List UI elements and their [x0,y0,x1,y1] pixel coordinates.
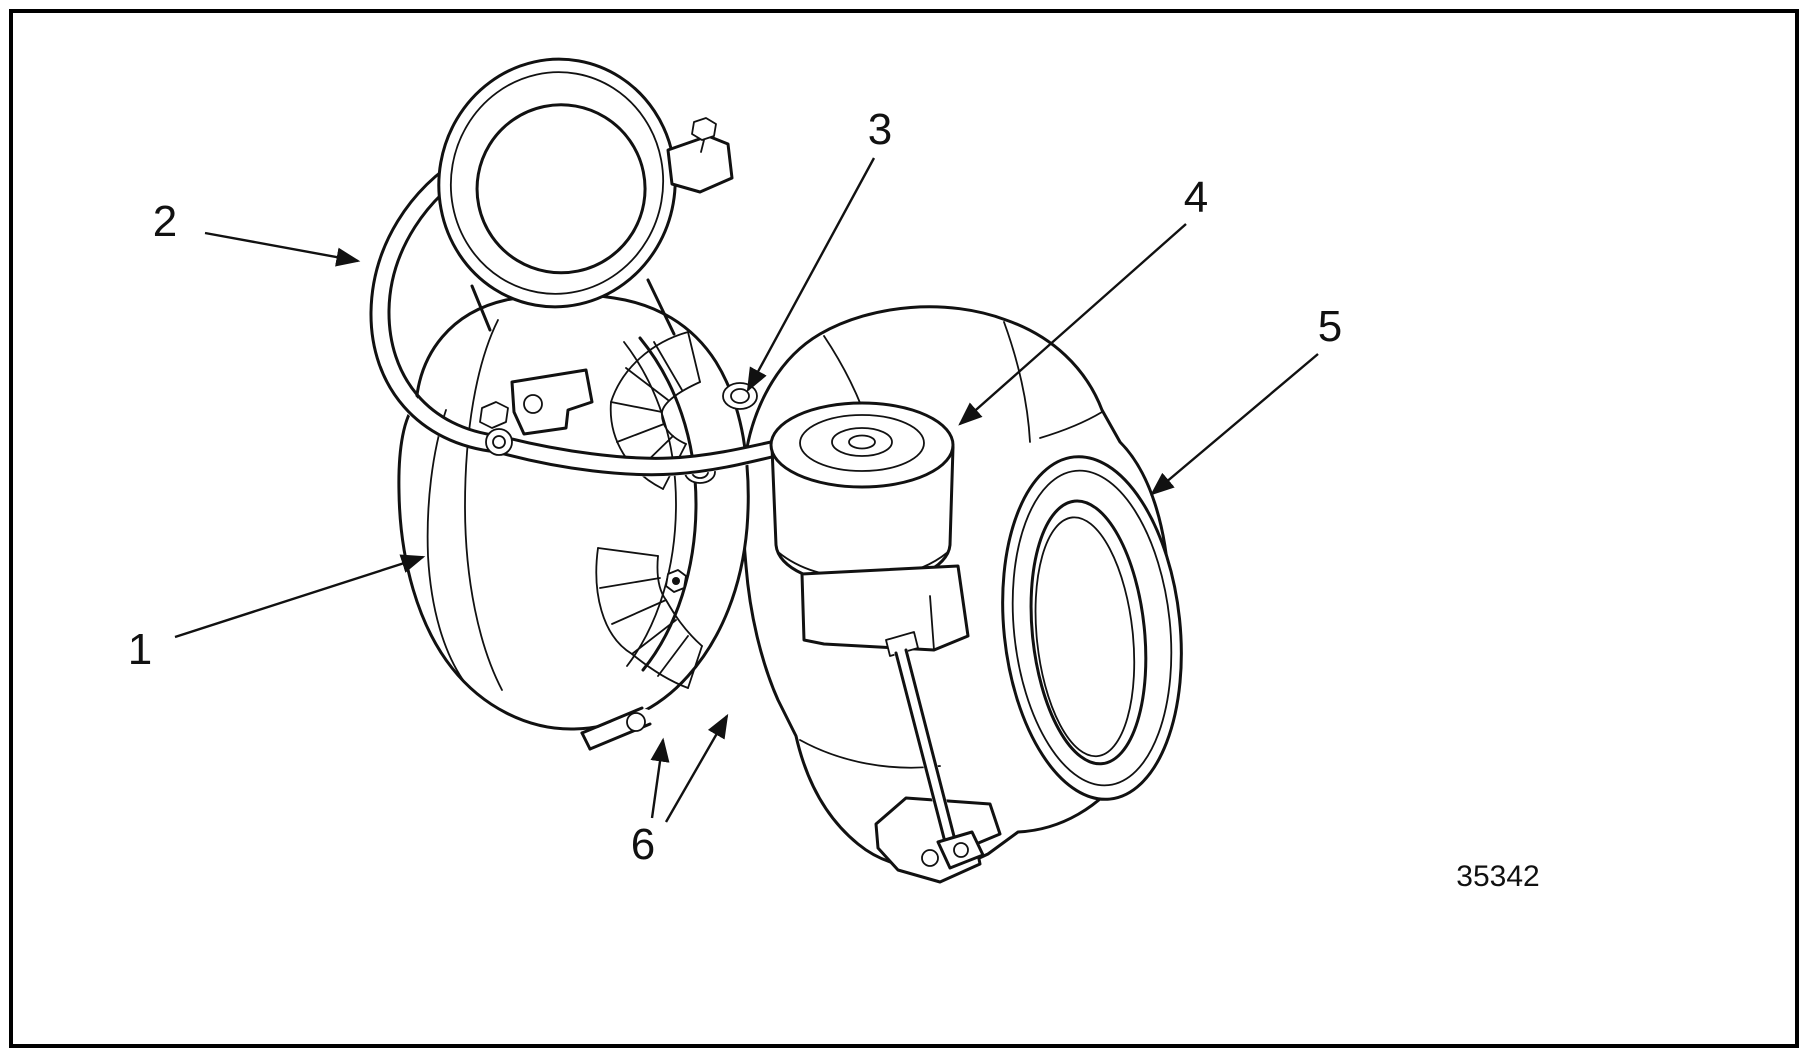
callout-6: 6 [630,820,656,869]
actuator-rod [885,631,985,870]
wastegate-actuator [769,401,970,652]
leader-line-5 [1150,353,1319,496]
callout-1: 1 [127,625,153,674]
leader-line-6b [664,713,729,823]
leader-line-3 [746,157,876,393]
callout-2: 2 [152,197,178,246]
figure-number: 35342 [1456,860,1540,893]
leader-line-1 [174,554,426,639]
leader-line-2 [204,231,361,267]
boost-hose [367,141,809,477]
leader-line-6a [650,737,670,819]
inlet-tab-bolt [666,117,734,194]
leader-lines [174,157,1319,823]
callout-4: 4 [1183,173,1209,222]
compressor-inlet-ring [437,57,677,309]
port-boss [722,382,758,410]
drain-stub [578,706,652,751]
actuator-bracket [800,564,970,652]
turbine-outlet-flange [1001,455,1183,801]
leader-line-4 [958,223,1187,426]
compressor-housing [397,278,750,731]
callout-3: 3 [867,105,893,154]
hose-fitting [479,401,509,429]
callout-5: 5 [1317,302,1343,351]
